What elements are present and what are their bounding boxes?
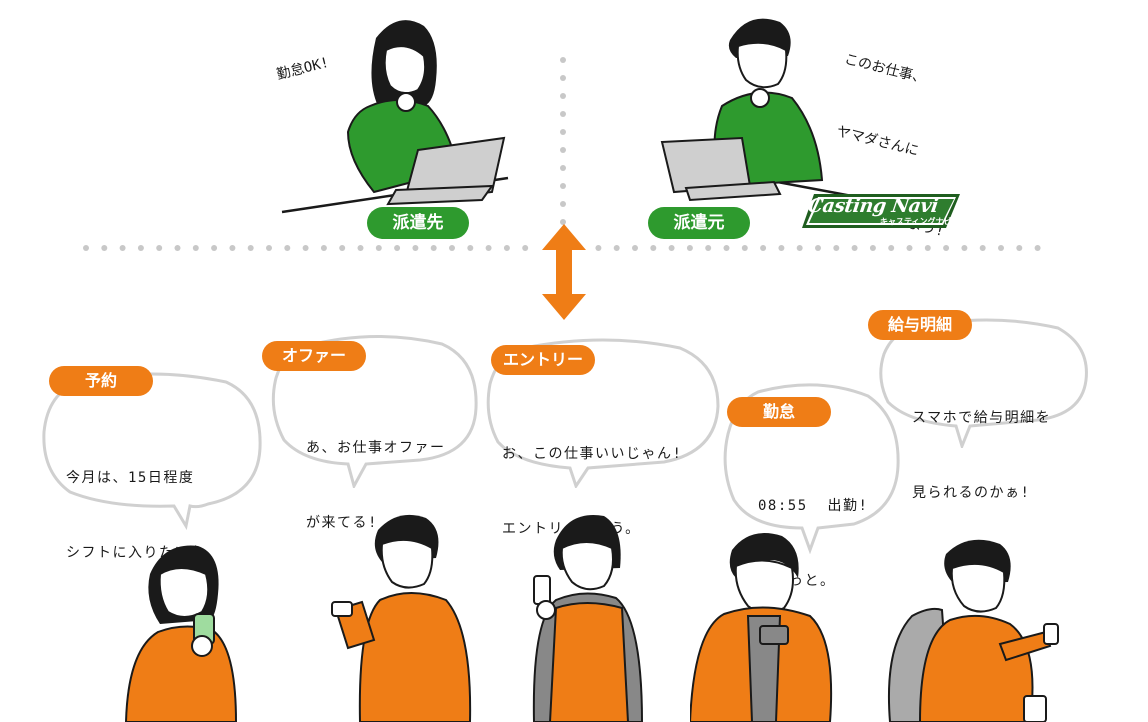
divider-dot <box>741 245 748 251</box>
divider-dot <box>357 245 364 251</box>
client-woman-illustration <box>281 20 509 214</box>
divider-dot <box>613 245 620 251</box>
casting-navi-logo <box>802 194 960 228</box>
divider-dot <box>1034 245 1041 251</box>
divider-dot <box>229 245 236 251</box>
person-woman-entry <box>532 515 644 722</box>
bubble-line: お、この仕事いいじゃん! <box>502 446 683 462</box>
divider-dot <box>83 245 89 251</box>
step-tag-payslip: 給与明細 <box>868 310 972 340</box>
step-tag-offer: オファー <box>262 341 366 371</box>
divider-dot <box>485 245 492 251</box>
bubble-text-payslip: スマホで給与明細を 見られるのかぁ! <box>912 356 1051 531</box>
divider-dot <box>906 245 913 251</box>
divider-dot <box>705 245 712 251</box>
agency-speech-line: このお仕事、 <box>842 51 929 88</box>
divider-dot <box>467 245 474 251</box>
person-woman-attendance <box>690 533 833 722</box>
divider-dot <box>192 245 199 251</box>
divider-dot <box>302 245 309 251</box>
speech-bubble-reservation <box>42 372 262 530</box>
divider-dot <box>522 245 529 251</box>
divider-dot <box>943 245 950 251</box>
step-tag-entry: エントリー <box>491 345 595 375</box>
bubble-text-offer: あ、お仕事オファー が来てる! <box>306 386 446 561</box>
divider-dot <box>339 245 346 251</box>
divider-dot <box>266 245 272 251</box>
bubble-line: スマホで給与明細を <box>912 410 1052 426</box>
divider-dot <box>119 245 126 251</box>
divider-dot <box>686 245 693 251</box>
divider-dot <box>375 245 382 251</box>
divider-dot <box>998 245 1004 251</box>
divider-dot <box>503 245 510 251</box>
agency-label: 派遣元 <box>648 207 750 239</box>
divider-dot <box>778 245 785 251</box>
person-man-offer <box>331 514 472 722</box>
divider-dot <box>924 245 931 251</box>
divider-dot <box>833 245 840 251</box>
client-label: 派遣先 <box>367 207 469 239</box>
horizontal-divider <box>83 245 1041 251</box>
divider-dot <box>412 245 419 251</box>
divider-dot <box>284 245 291 251</box>
divider-dot <box>760 245 767 251</box>
divider-dot <box>851 245 858 251</box>
divider-dot <box>449 245 455 251</box>
bubble-line: が来てる! <box>306 515 378 531</box>
vertical-divider <box>560 57 566 225</box>
divider-dot <box>815 245 821 251</box>
divider-dot <box>1016 245 1023 251</box>
divider-dot <box>137 245 144 251</box>
divider-dot <box>961 245 968 251</box>
step-tag-attendance: 勤怠 <box>727 397 831 427</box>
bubble-line: 見られるのかぁ! <box>912 485 1031 501</box>
divider-dot <box>320 245 327 251</box>
double-arrow-icon <box>542 224 586 320</box>
divider-dot <box>394 245 401 251</box>
divider-dot <box>632 245 638 251</box>
divider-dot <box>796 245 803 251</box>
logo-main-text: Casting Navi <box>806 195 940 217</box>
bubble-line: 08:55 出勤! <box>758 498 869 514</box>
divider-dot <box>650 245 657 251</box>
divider-dot <box>668 245 675 251</box>
agency-speech-line: ヤマダさんに <box>834 123 921 160</box>
person-woman-reservation <box>124 545 238 722</box>
bubble-line: あ、お仕事オファー <box>306 440 446 456</box>
divider-dot <box>174 245 181 251</box>
logo-sub-text: キャスティングナビ <box>880 217 952 226</box>
divider-dot <box>430 245 437 251</box>
divider-dot <box>101 245 108 251</box>
divider-dot <box>156 245 163 251</box>
speech-bubble-entry <box>486 338 720 488</box>
person-man-payslip <box>887 539 1059 722</box>
speech-bubble-offer <box>271 335 478 488</box>
bubble-line: 今月は、15日程度 <box>66 470 195 486</box>
divider-dot <box>595 245 602 251</box>
speech-bubble-payslip <box>879 318 1088 448</box>
divider-dot <box>979 245 986 251</box>
divider-dot <box>869 245 876 251</box>
divider-dot <box>888 245 895 251</box>
step-tag-reservation: 予約 <box>49 366 153 396</box>
divider-dot <box>723 245 730 251</box>
agency-man-illustration <box>660 18 853 202</box>
divider-dot <box>211 245 218 251</box>
divider-dot <box>247 245 254 251</box>
